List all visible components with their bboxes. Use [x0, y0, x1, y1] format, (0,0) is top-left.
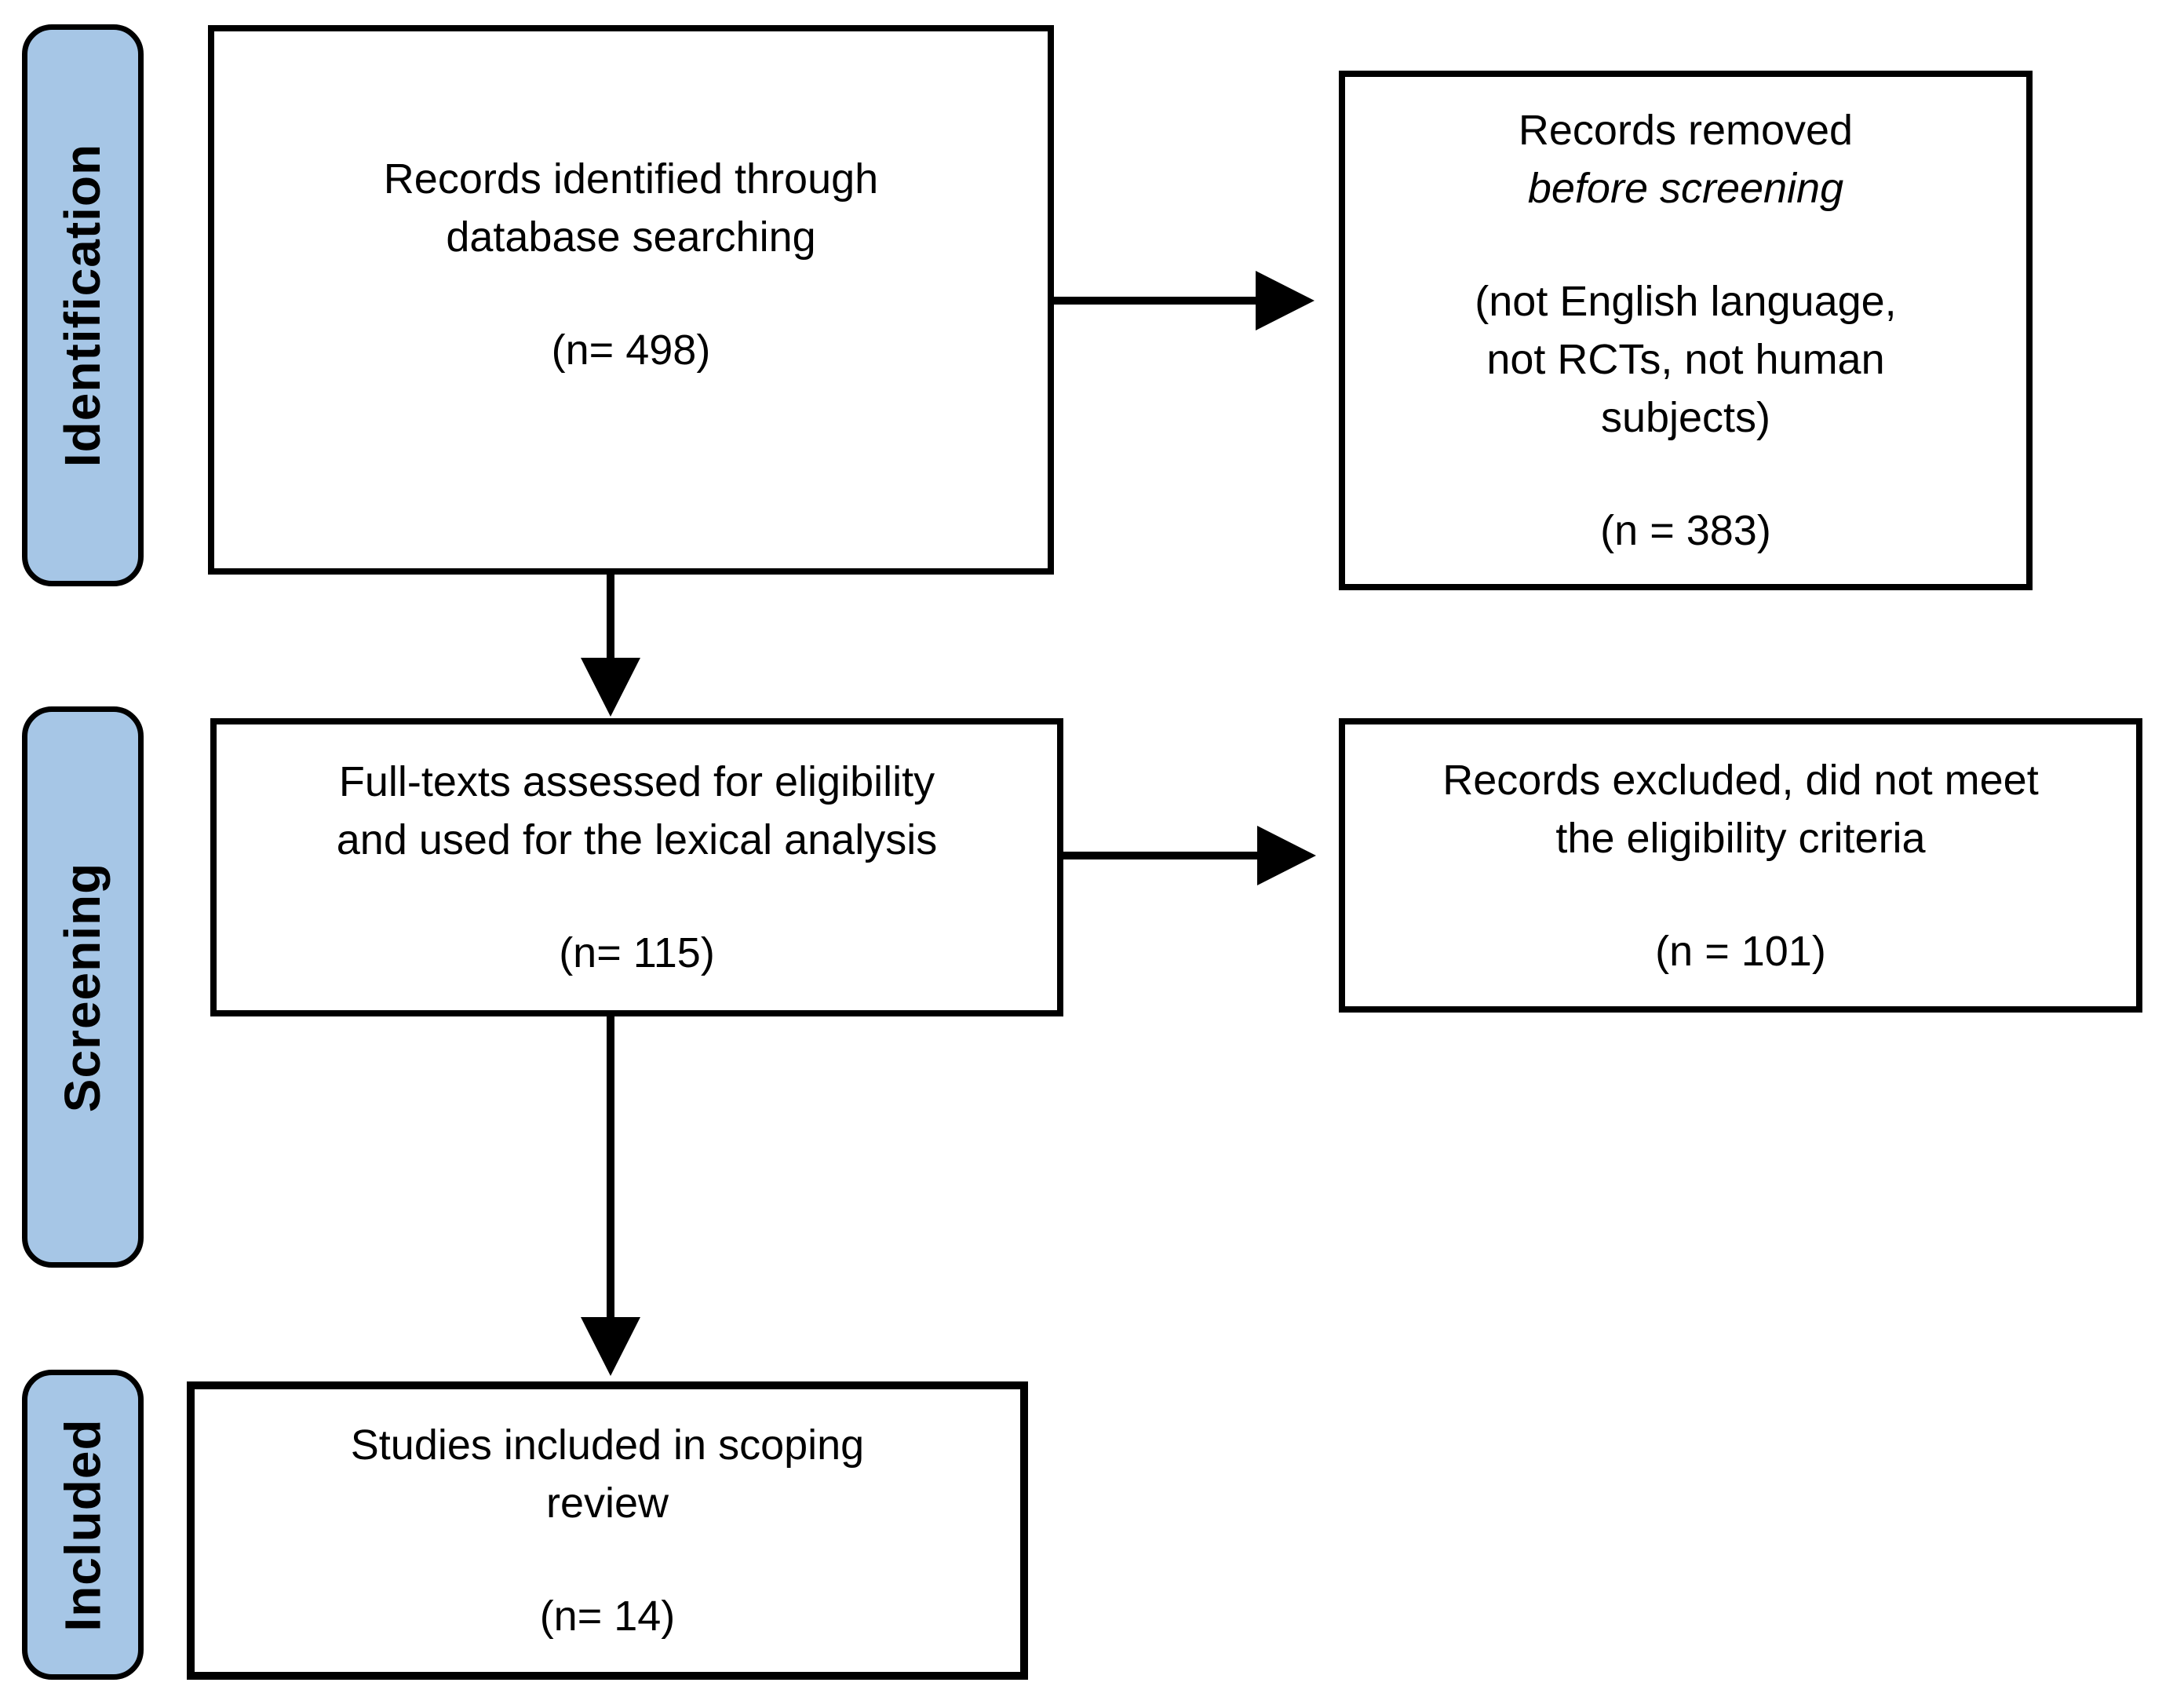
box-records-removed: Records removed before screening (not En…: [1339, 71, 2033, 590]
arrow-fulltext-to-included-head-icon: [581, 1317, 640, 1376]
box-studies-included: Studies included in scoping review (n= 1…: [187, 1381, 1028, 1680]
arrow-fulltext-to-included-line: [607, 1016, 614, 1319]
arrow-identified-to-fulltext-head-icon: [581, 658, 640, 717]
stage-pill-identification: Identification: [22, 24, 144, 586]
arrow-fulltext-to-excluded-line: [1063, 852, 1260, 859]
box-records-identified: Records identified through database sear…: [208, 25, 1054, 575]
box-records-removed-subtitle: before screening: [1527, 165, 1844, 212]
box-records-removed-count: (n = 383): [1600, 507, 1771, 554]
arrow-fulltext-to-excluded-head-icon: [1257, 826, 1316, 885]
stage-label-identification: Identification: [54, 143, 111, 468]
box-records-excluded-count: (n = 101): [1655, 927, 1826, 975]
box-records-excluded-text: Records excluded, did not meet the eligi…: [1442, 756, 2039, 862]
box-records-removed-title: Records removed: [1518, 107, 1854, 154]
arrow-identified-to-removed-head-icon: [1256, 271, 1314, 330]
arrow-identified-to-removed-line: [1054, 297, 1258, 305]
stage-pill-screening: Screening: [22, 706, 144, 1268]
box-records-excluded: Records excluded, did not meet the eligi…: [1339, 718, 2142, 1013]
box-studies-included-text: Studies included in scoping review: [350, 1421, 865, 1527]
box-fulltexts-assessed-text: Full-texts assessed for eligibility and …: [336, 758, 938, 863]
box-records-identified-text: Records identified through database sear…: [383, 155, 879, 261]
box-fulltexts-assessed-count: (n= 115): [559, 929, 715, 976]
box-studies-included-count: (n= 14): [539, 1593, 676, 1640]
stage-label-included: Included: [54, 1418, 111, 1632]
arrow-identified-to-fulltext-line: [607, 575, 614, 659]
stage-label-screening: Screening: [54, 862, 111, 1112]
box-records-identified-count: (n= 498): [551, 327, 711, 374]
stage-pill-included: Included: [22, 1370, 144, 1680]
box-fulltexts-assessed: Full-texts assessed for eligibility and …: [210, 718, 1063, 1016]
box-records-removed-reasons: (not English language, not RCTs, not hum…: [1475, 278, 1897, 441]
